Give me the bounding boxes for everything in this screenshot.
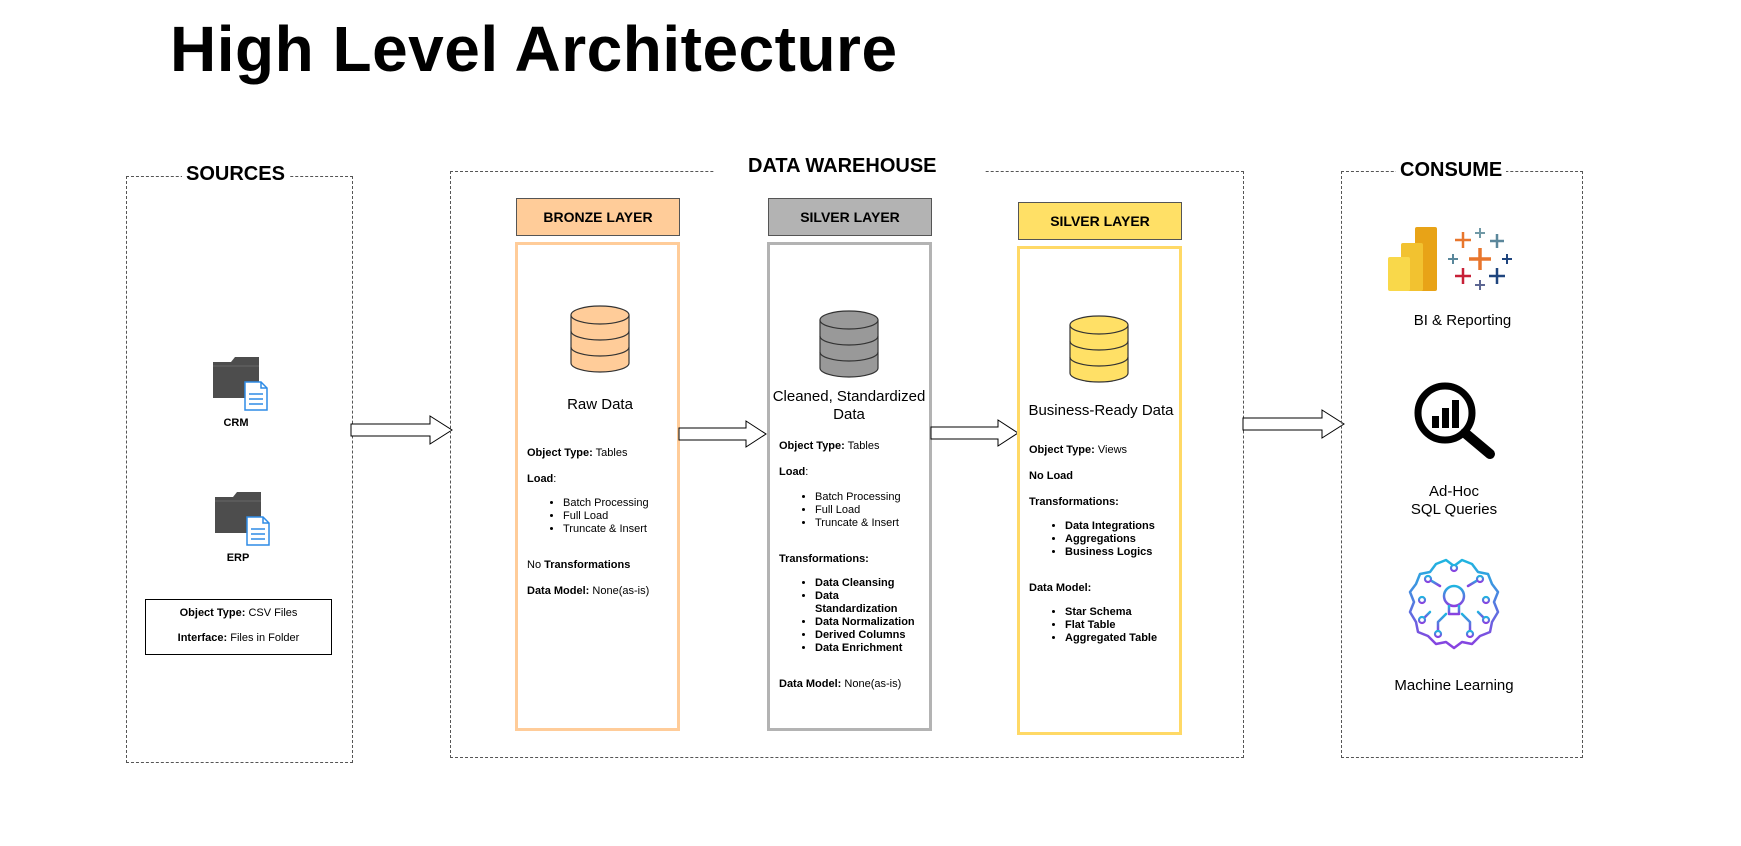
bronze-model-value: None(as-is) (592, 585, 650, 597)
consume-adhoc-label: Ad-Hoc SQL Queries (1370, 483, 1538, 519)
silver-transform-list: Data Cleansing Data Standardization Data… (779, 577, 967, 655)
bronze-data-model: Data Model: None(as-is) (527, 585, 649, 598)
silver-database-icon (819, 310, 879, 378)
list-item: Truncate & Insert (815, 517, 965, 530)
silver-object-type: Object Type: Tables (779, 440, 879, 453)
silver-model-value: None(as-is) (844, 678, 902, 690)
list-item: Derived Columns (815, 629, 967, 642)
list-item: Data Standardization (815, 590, 907, 616)
bronze-transform-prefix: No (527, 559, 545, 571)
gold-object-type-value: Views (1097, 444, 1128, 456)
bronze-layer-header: BRONZE LAYER (516, 198, 680, 236)
bronze-layer-box (515, 242, 680, 731)
power-bi-icon (1388, 227, 1437, 291)
page-title: High Level Architecture (170, 13, 898, 85)
silver-data-model: Data Model: None(as-is) (779, 678, 901, 691)
list-item: Truncate & Insert (563, 523, 713, 536)
gold-transform-label: Transformations: (1029, 496, 1119, 508)
list-item: Data Normalization (815, 616, 967, 629)
silver-name-line2: Data (833, 406, 865, 423)
list-item: Full Load (563, 510, 713, 523)
gold-database-icon (1069, 315, 1129, 383)
list-item: Business Logics (1065, 546, 1215, 559)
machine-learning-icon (1408, 558, 1500, 650)
list-item: Batch Processing (563, 497, 713, 510)
consume-title: CONSUME (1396, 159, 1507, 182)
crm-folder-icon (213, 357, 268, 411)
gold-model-list: Star Schema Flat Table Aggregated Table (1029, 606, 1215, 645)
bronze-load-list: Batch Processing Full Load Truncate & In… (527, 497, 713, 536)
gold-layer-header: SILVER LAYER (1018, 202, 1182, 240)
source-erp-label: ERP (226, 552, 250, 564)
source-crm-label: CRM (223, 417, 249, 429)
list-item: Flat Table (1065, 619, 1215, 632)
search-analytics-icon (1414, 382, 1495, 459)
bronze-database-icon (570, 305, 630, 373)
gold-layer-name: Business-Ready Data (1028, 402, 1174, 419)
tableau-icon (1448, 228, 1512, 290)
arrow-sources-to-warehouse (350, 415, 453, 445)
list-item: Data Enrichment (815, 642, 967, 655)
gold-transform-list: Data Integrations Aggregations Business … (1029, 520, 1215, 559)
silver-layer-header: SILVER LAYER (768, 198, 932, 236)
list-item: Batch Processing (815, 491, 965, 504)
erp-folder-icon (215, 492, 270, 546)
consume-ml-label: Machine Learning (1394, 677, 1514, 694)
bronze-layer-name: Raw Data (567, 396, 633, 413)
arrow-bronze-to-silver (678, 420, 767, 448)
sources-title: SOURCES (182, 163, 289, 186)
sources-interface-label: Interface: (177, 632, 228, 644)
silver-name-line1: Cleaned, Standardized (772, 388, 926, 405)
bronze-object-type: Object Type: Tables (527, 447, 627, 460)
sources-object-type-value: CSV Files (248, 607, 298, 619)
arrow-silver-to-gold (930, 419, 1019, 447)
silver-load-colon: : (805, 466, 809, 478)
sources-panel (126, 176, 353, 763)
adhoc-line1: Ad-Hoc (1428, 483, 1480, 500)
silver-load: Load: (779, 466, 808, 479)
sources-interface-value: Files in Folder (230, 632, 300, 644)
adhoc-line2: SQL Queries (1410, 501, 1498, 518)
list-item: Data Integrations (1065, 520, 1215, 533)
silver-object-type-value: Tables (847, 440, 880, 452)
bronze-object-type-value: Tables (595, 447, 628, 459)
silver-load-label: Load (779, 466, 806, 478)
sources-info-box: Object Type: CSV Files Interface: Files … (145, 599, 332, 655)
bronze-transformations: No Transformations (527, 559, 630, 572)
silver-model-label: Data Model: (779, 678, 842, 690)
bronze-object-type-label: Object Type: (527, 447, 593, 459)
silver-load-list: Batch Processing Full Load Truncate & In… (779, 491, 965, 530)
gold-load: No Load (1029, 470, 1073, 482)
list-item: Aggregated Table (1065, 632, 1215, 645)
list-item: Aggregations (1065, 533, 1215, 546)
warehouse-title: DATA WAREHOUSE (748, 155, 937, 177)
silver-transform-label: Transformations: (779, 553, 869, 565)
bronze-model-label: Data Model: (527, 585, 590, 597)
bronze-transform-label: Transformations (544, 559, 631, 571)
gold-layer-box (1017, 246, 1182, 735)
gold-object-type-label: Object Type: (1029, 444, 1095, 456)
bronze-load-colon: : (553, 473, 557, 485)
list-item: Data Cleansing (815, 577, 967, 590)
silver-layer-name: Cleaned, Standardized Data (770, 388, 928, 424)
arrow-warehouse-to-consume (1242, 409, 1345, 439)
gold-model-label: Data Model: (1029, 582, 1092, 594)
sources-object-type-label: Object Type: (179, 607, 246, 619)
gold-object-type: Object Type: Views (1029, 444, 1127, 457)
bronze-load: Load: (527, 473, 556, 486)
silver-layer-box (767, 242, 932, 731)
list-item: Star Schema (1065, 606, 1215, 619)
bronze-load-label: Load (527, 473, 554, 485)
consume-bi-label: BI & Reporting (1413, 312, 1512, 329)
warehouse-title-gap (715, 160, 985, 182)
silver-object-type-label: Object Type: (779, 440, 845, 452)
list-item: Full Load (815, 504, 965, 517)
